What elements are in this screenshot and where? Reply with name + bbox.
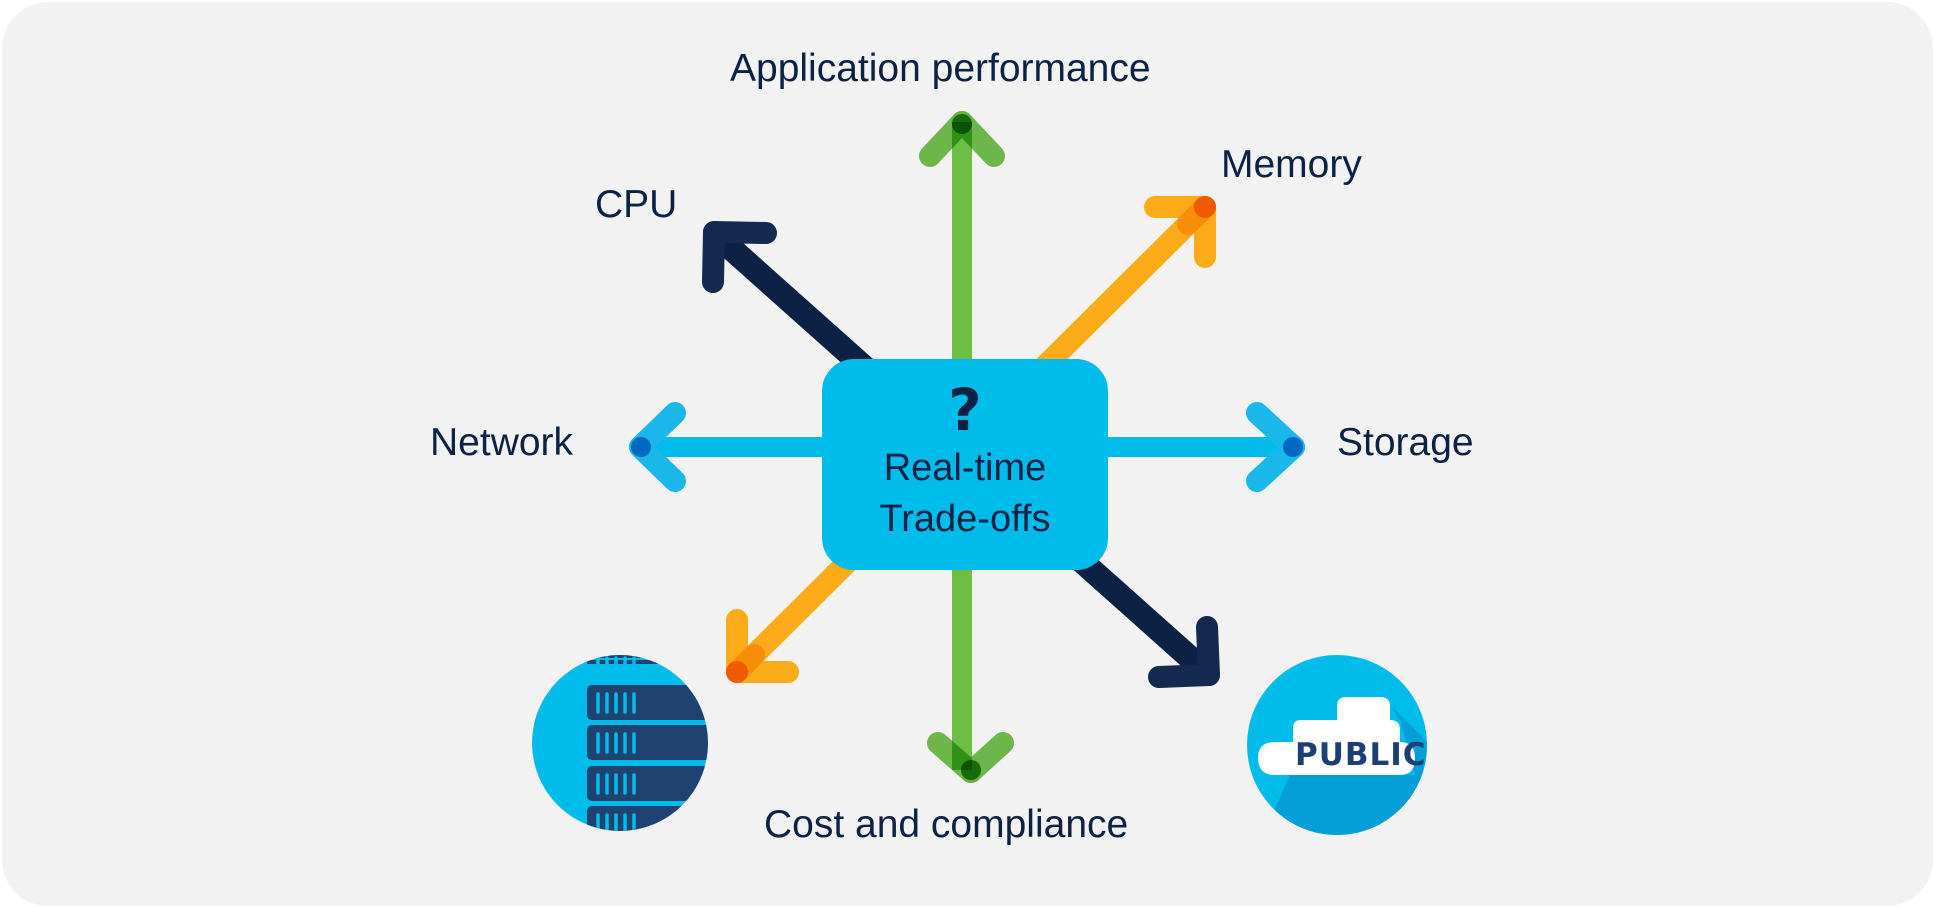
label-cost-and-compliance: Cost and compliance: [764, 803, 1129, 846]
label-storage: Storage: [1337, 421, 1474, 464]
cloud-icon: [1247, 655, 1427, 835]
center-tradeoffs-box: ? Real-time Trade-offs: [822, 359, 1108, 570]
cpu-cloud-axis: [702, 221, 1220, 688]
arrow-left-icon: [629, 402, 686, 492]
arrow-up-left-icon: [702, 221, 777, 293]
label-memory: Memory: [1221, 143, 1362, 186]
label-network: Network: [430, 421, 574, 464]
server-rack-icon: [532, 655, 708, 831]
cloud-label-public: PUBLIC: [1295, 737, 1427, 773]
label-cpu: CPU: [595, 183, 678, 226]
arrow-up-right-icon: [1144, 196, 1216, 268]
label-application-performance: Application performance: [730, 47, 1151, 90]
arrow-down-right-icon: [1148, 616, 1220, 688]
center-title-line2: Trade-offs: [879, 498, 1051, 540]
arrow-down-left-icon: [726, 609, 799, 683]
question-mark-icon: ?: [948, 376, 982, 444]
center-title-line1: Real-time: [883, 447, 1047, 489]
arrow-up-icon: [919, 111, 1005, 167]
center-title: Real-time Trade-offs: [822, 443, 1108, 545]
arrow-down-icon: [927, 732, 1014, 783]
arrow-right-icon: [1246, 402, 1305, 492]
